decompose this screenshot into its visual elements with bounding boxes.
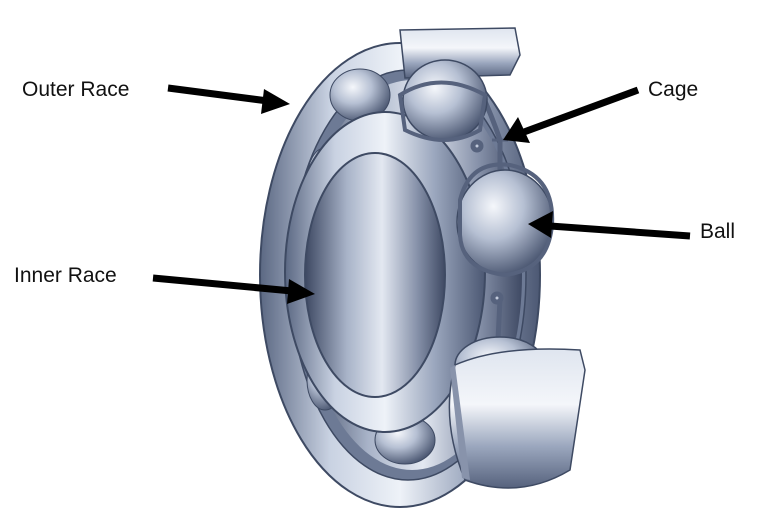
inner-race-arrow bbox=[152, 274, 315, 304]
ball-arrow bbox=[528, 211, 691, 240]
cage-arrow bbox=[503, 86, 640, 143]
outer-race-label: Outer Race bbox=[22, 78, 130, 101]
outer-race-arrow bbox=[167, 84, 290, 114]
inner-race-label: Inner Race bbox=[14, 264, 117, 287]
cage-label: Cage bbox=[648, 78, 699, 101]
label-arrows bbox=[152, 84, 691, 304]
outer-race-cut-bottom bbox=[448, 348, 586, 489]
inner-race-shape bbox=[284, 111, 486, 433]
ball-label: Ball bbox=[700, 220, 736, 243]
